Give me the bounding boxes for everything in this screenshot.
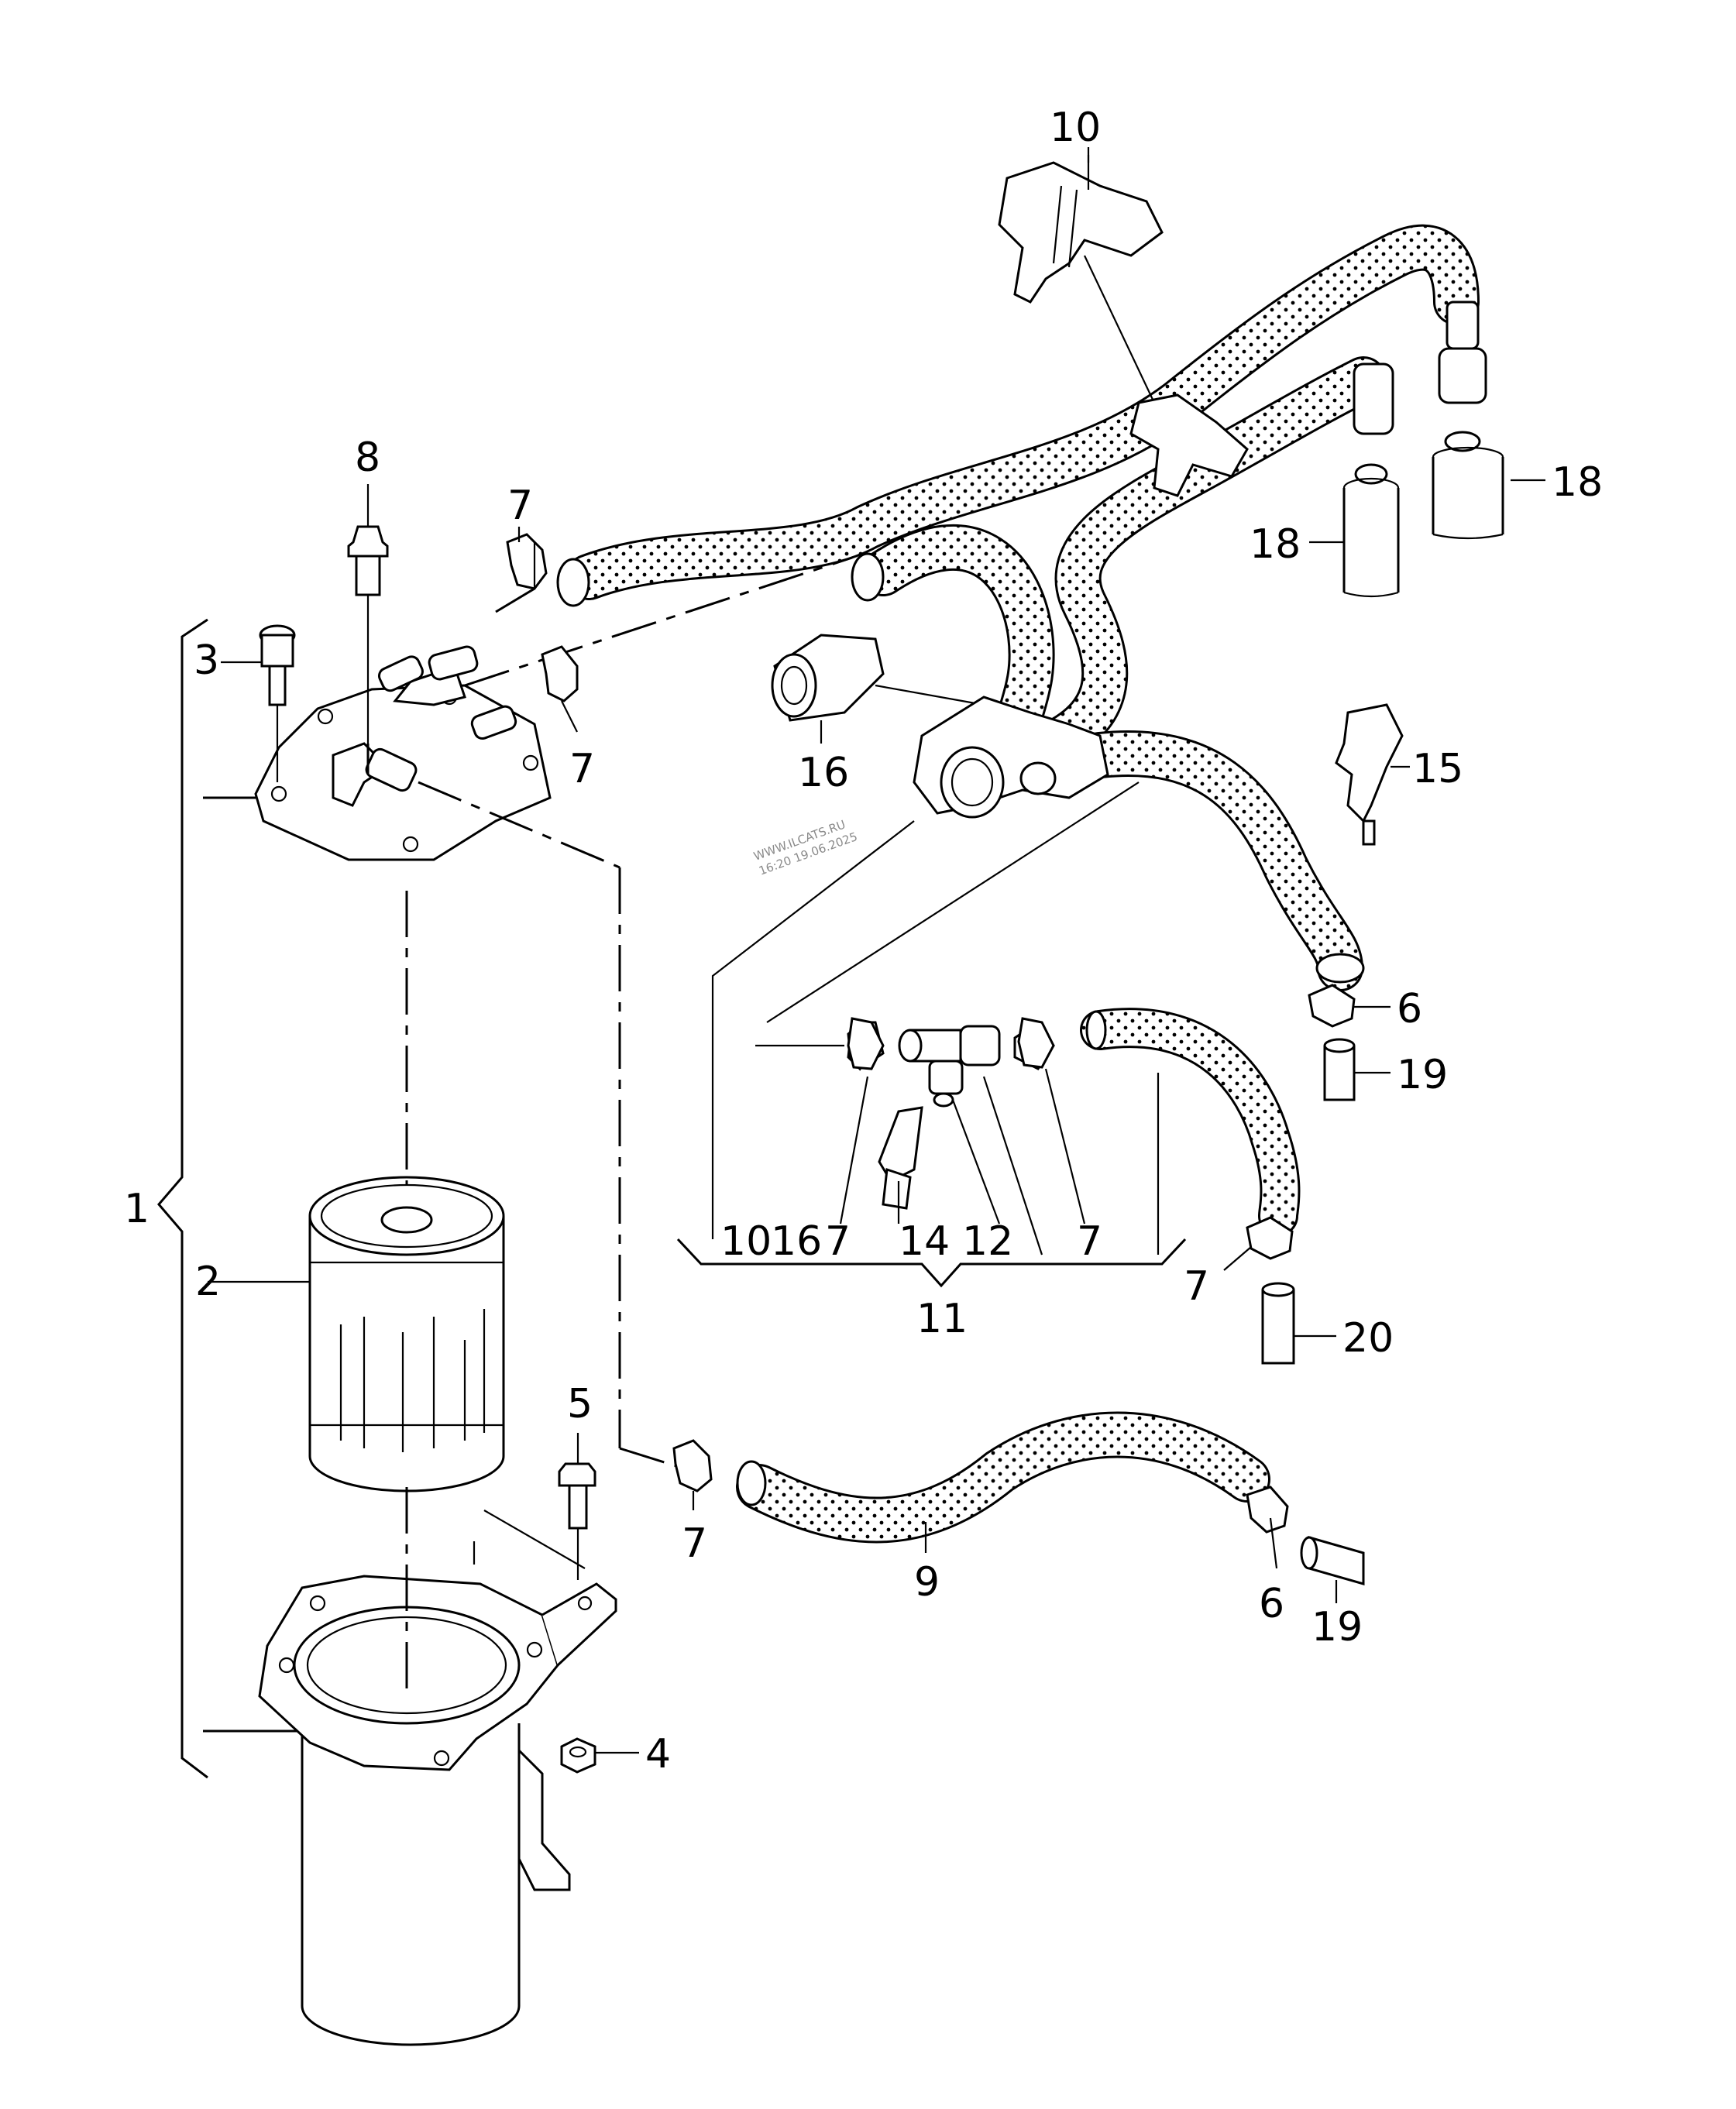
hose-clamp-7f bbox=[672, 1439, 713, 1492]
pipe-19b bbox=[1300, 1536, 1365, 1585]
hose-clamp-6a bbox=[1308, 984, 1356, 1028]
callout-3: 3 bbox=[194, 637, 219, 684]
callout-5: 5 bbox=[567, 1381, 593, 1427]
callout-12: 12 bbox=[962, 1218, 1013, 1265]
filter-element-2 bbox=[308, 1176, 505, 1492]
callout-7-lower: 7 bbox=[682, 1520, 707, 1567]
watermark: WWW.ILCATS.RU 16:20 19.06.2025 bbox=[751, 817, 859, 878]
callout-7-lid: 7 bbox=[569, 746, 595, 792]
callout-10-bracket: 10 bbox=[720, 1218, 772, 1265]
callout-7-bracket-left: 7 bbox=[825, 1218, 851, 1265]
bleed-screw-8 bbox=[347, 525, 389, 744]
hose-clamp-7e bbox=[1246, 1216, 1294, 1260]
callout-6-upper: 6 bbox=[1397, 986, 1422, 1032]
hose-clamp-7c bbox=[847, 1017, 885, 1070]
pipe-20 bbox=[1261, 1282, 1295, 1365]
t-fitting-assembly bbox=[755, 1008, 1301, 1236]
leader-lines bbox=[208, 147, 1545, 1754]
callout-7-bracket-right: 7 bbox=[1077, 1218, 1102, 1265]
callout-10-top: 10 bbox=[1050, 105, 1101, 151]
fuel-hose-9 bbox=[736, 1411, 1270, 1553]
callout-11: 11 bbox=[916, 1296, 968, 1342]
callout-14: 14 bbox=[899, 1218, 950, 1265]
connector-16 bbox=[771, 634, 985, 722]
nut-4 bbox=[560, 1737, 596, 1774]
clip-15 bbox=[1335, 703, 1410, 846]
callout-19-lower: 19 bbox=[1311, 1604, 1363, 1650]
filter-housing bbox=[258, 1510, 617, 2046]
callout-7-hose: 7 bbox=[1184, 1263, 1209, 1310]
callout-18-right: 18 bbox=[1552, 459, 1603, 506]
callout-8: 8 bbox=[355, 435, 380, 481]
callout-16-bracket: 16 bbox=[771, 1218, 822, 1265]
callout-6-lower: 6 bbox=[1259, 1581, 1284, 1627]
callout-2: 2 bbox=[195, 1259, 221, 1305]
bolt-5 bbox=[558, 1462, 596, 1580]
callout-labels: 1 2 3 4 5 6 6 7 7 7 7 7 7 8 9 10 10 11 1… bbox=[124, 105, 1603, 1778]
assembly-bracket-1 bbox=[157, 618, 298, 1779]
callout-19-upper: 19 bbox=[1397, 1052, 1448, 1098]
clip-10-installed bbox=[1129, 393, 1249, 497]
hose-clamp-7d bbox=[1017, 1017, 1055, 1069]
callout-20: 20 bbox=[1342, 1315, 1394, 1362]
hose-clamp-7b bbox=[541, 645, 579, 702]
upper-fuel-hoses bbox=[556, 224, 1504, 991]
assembly-axis-lines bbox=[366, 556, 853, 1688]
callout-7-top: 7 bbox=[507, 483, 533, 529]
callout-15: 15 bbox=[1412, 746, 1463, 792]
callout-16-top: 16 bbox=[798, 750, 849, 796]
callout-9: 9 bbox=[914, 1559, 940, 1606]
filter-lid bbox=[254, 645, 552, 861]
bolt-3 bbox=[259, 624, 296, 782]
bracket-11 bbox=[676, 1068, 1187, 1288]
hose-clamp-7a bbox=[506, 533, 548, 590]
pipe-19a bbox=[1323, 1038, 1356, 1101]
callout-4: 4 bbox=[645, 1731, 671, 1778]
heater-assembly-11 bbox=[711, 696, 1140, 1239]
clip-10 bbox=[998, 155, 1164, 404]
callout-18-left: 18 bbox=[1250, 521, 1301, 568]
hose-clamp-6b bbox=[1246, 1486, 1289, 1534]
callout-1: 1 bbox=[124, 1186, 150, 1232]
